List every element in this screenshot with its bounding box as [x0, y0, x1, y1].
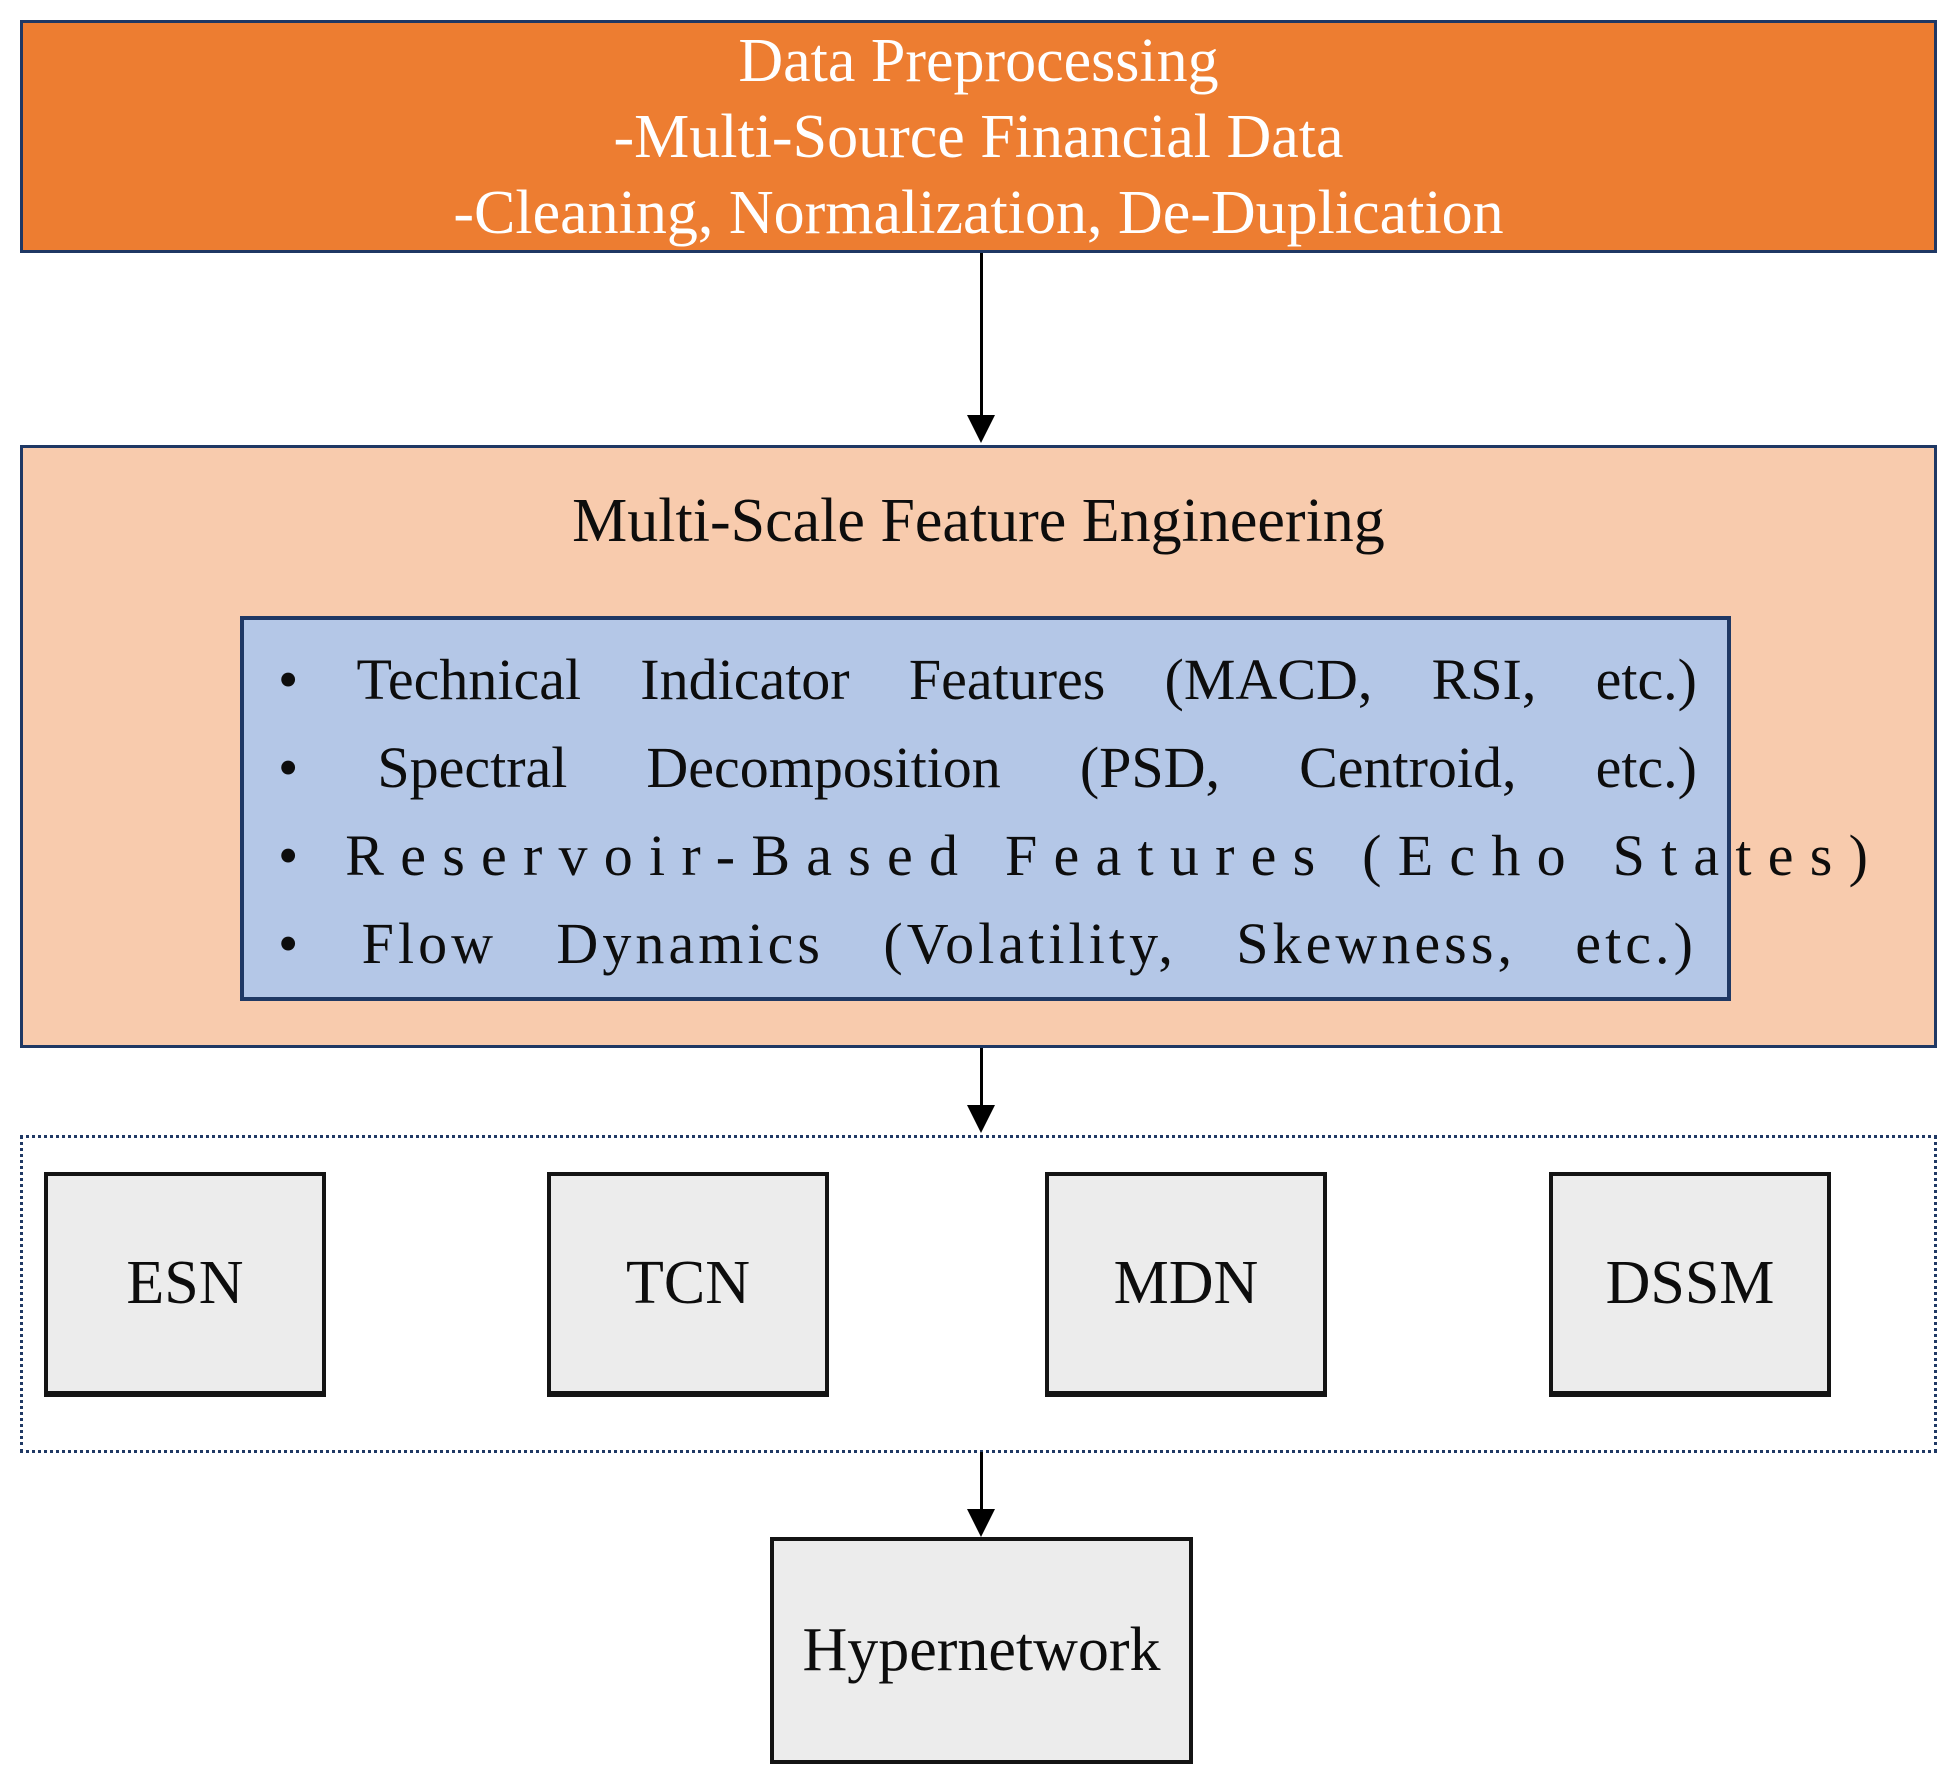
model-label-dssm: DSSM — [1605, 1249, 1775, 1317]
feature-list-panel: • Technical Indicator Features (MACD, RS… — [240, 616, 1885, 1001]
model-box-dssm: DSSM — [1549, 1172, 1831, 1397]
preprocessing-line-cleaning: -Cleaning, Normalization, De-Duplication — [453, 178, 1504, 247]
hypernetwork-box: Hypernetwork — [770, 1537, 1193, 1764]
feature-engineering-title: Multi-Scale Feature Engineering — [572, 487, 1385, 555]
model-label-mdn: MDN — [1113, 1249, 1259, 1317]
arrow-shaft — [980, 1048, 983, 1105]
model-label-tcn: TCN — [626, 1249, 750, 1317]
model-label-esn: ESN — [126, 1249, 244, 1317]
preprocessing-title: Data Preprocessing — [738, 26, 1219, 95]
model-ensemble-container: ESN TCN MDN DSSM — [20, 1135, 1937, 1453]
arrowhead-down-icon — [967, 1509, 995, 1537]
feature-engineering-box: Multi-Scale Feature Engineering • Techni… — [20, 445, 1937, 1048]
preprocessing-line-multi-source: -Multi-Source Financial Data — [613, 102, 1344, 171]
arrowhead-down-icon — [967, 1105, 995, 1133]
feature-bullet-flow-dynamics: • Flow Dynamics (Volatility, Skewness, e… — [278, 911, 1697, 976]
model-box-tcn: TCN — [547, 1172, 829, 1397]
model-box-esn: ESN — [44, 1172, 326, 1397]
arrowhead-down-icon — [967, 415, 995, 443]
feature-bullet-technical-indicators: • Technical Indicator Features (MACD, RS… — [278, 647, 1697, 712]
hypernetwork-label: Hypernetwork — [802, 1616, 1161, 1684]
data-preprocessing-box: Data Preprocessing -Multi-Source Financi… — [20, 20, 1937, 253]
arrow-shaft — [980, 253, 983, 415]
arrow-shaft — [980, 1452, 983, 1509]
model-box-mdn: MDN — [1045, 1172, 1327, 1397]
feature-bullet-reservoir-based: • Reservoir-Based Features (Echo States) — [278, 823, 1885, 888]
feature-bullet-spectral-decomposition: • Spectral Decomposition (PSD, Centroid,… — [278, 735, 1697, 800]
